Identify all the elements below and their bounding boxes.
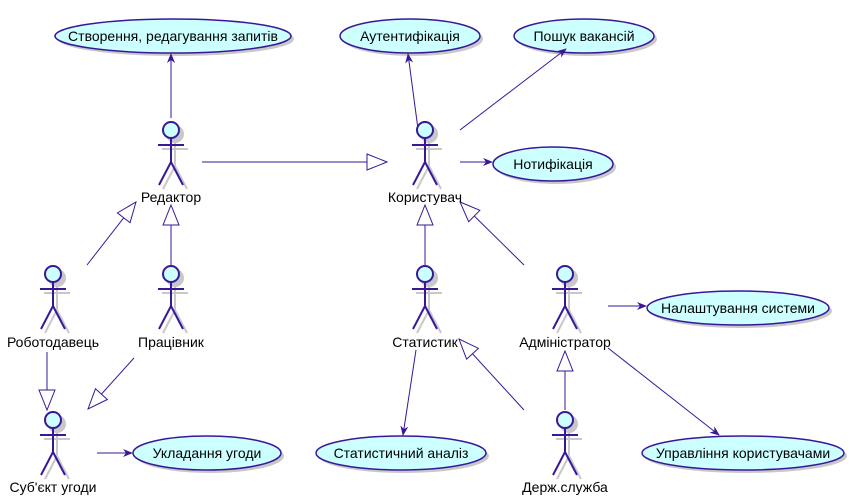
edge-user-job-search (459, 48, 567, 131)
actor-administrator: Адміністратор (519, 265, 611, 350)
actor-gov-service-label: Держ.служба (522, 479, 608, 495)
gen-admin-user (460, 202, 525, 266)
actor-statistician: Статистик (392, 265, 459, 350)
usecase-statistical-analysis: Статистичний аналіз (315, 435, 489, 473)
usecase-authentication: Аутентифікація (339, 18, 483, 56)
connectors (47, 48, 720, 457)
actor-user-label: Користувач (388, 189, 462, 205)
actor-editor-label: Редактор (141, 189, 201, 205)
edge-statistician-analysis (400, 349, 417, 436)
gov-service-stick-figure-icon (552, 411, 578, 476)
actor-statistician-label: Статистик (392, 334, 458, 350)
gen-worker-subject (88, 357, 135, 409)
worker-stick-figure-icon (158, 265, 184, 330)
usecase-authentication-label: Аутентифікація (360, 28, 460, 44)
edge-user-authentication (405, 53, 419, 130)
actor-subject: Суб'єкт угоди (10, 411, 97, 495)
usecase-create-edit-requests: Створення, редагування запитів (54, 18, 294, 56)
actor-editor: Редактор (141, 121, 201, 205)
actor-employer: Роботодавець (7, 265, 99, 350)
actor-gov-service: Держ.служба (522, 411, 608, 495)
usecase-contract-signing-label: Укладання угоди (153, 445, 262, 461)
actor-worker-label: Працівник (138, 334, 205, 350)
administrator-stick-figure-icon (552, 265, 578, 330)
gen-employer-editor (86, 202, 136, 266)
gen-gov-statistician (459, 339, 525, 411)
actor-user: Користувач (388, 121, 462, 205)
actor-worker: Працівник (138, 265, 205, 350)
subject-stick-figure-icon (40, 411, 66, 476)
actor-subject-label: Суб'єкт угоди (10, 479, 97, 495)
usecase-user-management-label: Управління користувачами (656, 445, 830, 461)
actor-employer-label: Роботодавець (7, 334, 99, 350)
usecase-user-management: Управління користувачами (641, 435, 847, 473)
usecase-contract-signing: Укладання угоди (132, 435, 284, 473)
usecase-job-search-label: Пошук вакансій (533, 28, 634, 44)
edge-admin-user-management (607, 347, 720, 436)
usecase-notification-label: Нотифікація (513, 156, 592, 172)
editor-stick-figure-icon (158, 121, 184, 186)
usecase-statistical-analysis-label: Статистичний аналіз (334, 445, 469, 461)
usecase-system-settings-label: Налаштування системи (661, 300, 815, 316)
statistician-stick-figure-icon (412, 265, 438, 330)
usecase-system-settings: Налаштування системи (646, 290, 832, 328)
usecase-job-search: Пошук вакансій (513, 18, 657, 56)
actor-administrator-label: Адміністратор (519, 334, 611, 350)
usecase-notification: Нотифікація (492, 146, 616, 184)
employer-stick-figure-icon (40, 265, 66, 330)
usecase-create-edit-requests-label: Створення, редагування запитів (68, 28, 278, 44)
user-stick-figure-icon (412, 121, 438, 186)
